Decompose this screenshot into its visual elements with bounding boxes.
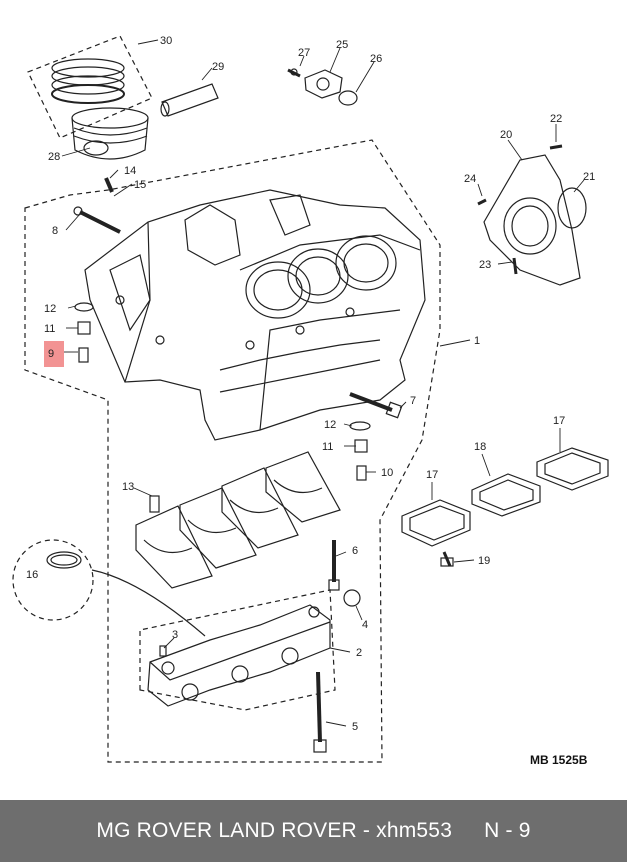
small-fasteners [73, 177, 403, 481]
oil-ladder [147, 604, 331, 707]
cylinder-block [84, 189, 426, 441]
callout-3: 3 [172, 629, 178, 641]
oil-pickup-o-ring [46, 551, 206, 637]
callout-22: 22 [550, 113, 562, 125]
callout-23: 23 [479, 259, 491, 271]
callout-16: 16 [26, 569, 38, 581]
callout-20: 20 [500, 129, 512, 141]
callout-30: 30 [160, 35, 172, 47]
footer-brands-part-number: MG ROVER LAND ROVER - xhm553 [96, 819, 453, 842]
callout-14: 14 [124, 165, 136, 177]
gudgeon-pin [160, 83, 219, 117]
piston [71, 107, 149, 160]
ladder-frame-outline [139, 589, 336, 711]
highlighted-callout-box [44, 341, 64, 367]
rear-seal-housing [477, 144, 587, 286]
callout-9: 9 [48, 348, 54, 360]
callout-6: 6 [352, 545, 358, 557]
coolant-outlet-assembly [287, 68, 358, 106]
callout-4: 4 [362, 619, 368, 631]
callout-21: 21 [583, 171, 595, 183]
callout-labels: 30 29 28 27 25 26 22 20 21 24 23 14 15 8… [26, 35, 595, 733]
diagram-reference-code: MB 1525B [530, 753, 588, 767]
callout-2: 2 [356, 647, 362, 659]
callout-18: 18 [474, 441, 486, 453]
exploded-parts-diagram: 30 29 28 27 25 26 22 20 21 24 23 14 15 8… [12, 35, 609, 767]
callout-28: 28 [48, 151, 60, 163]
callout-13: 13 [122, 481, 134, 493]
callout-7: 7 [410, 395, 416, 407]
callout-10: 10 [381, 467, 393, 479]
callout-26: 26 [370, 53, 382, 65]
callout-11-lower: 11 [322, 441, 333, 453]
cylinder-block-group-outline [24, 139, 441, 763]
piston-rings [51, 58, 125, 104]
callout-15: 15 [134, 179, 146, 191]
detail-circle-outline [12, 539, 94, 621]
gasket-covers [401, 447, 609, 567]
callout-8: 8 [52, 225, 58, 237]
callout-12-upper: 12 [44, 303, 56, 315]
callout-25: 25 [336, 39, 348, 51]
leader-lines [61, 39, 585, 727]
main-bearing-caps [135, 451, 341, 589]
footer-position-code: N - 9 [484, 819, 531, 842]
callout-27: 27 [298, 47, 310, 59]
callout-17-left: 17 [426, 469, 438, 481]
ladder-bolts [159, 540, 361, 753]
footer-bar: MG ROVER LAND ROVER - xhm553 N - 9 [0, 800, 627, 862]
callout-17-right: 17 [553, 415, 565, 427]
callout-24: 24 [464, 173, 476, 185]
callout-29: 29 [212, 61, 224, 73]
piston-kit-outline [27, 35, 153, 139]
callout-11-upper: 11 [44, 323, 55, 335]
callout-19: 19 [478, 555, 490, 567]
callout-1: 1 [474, 335, 480, 347]
callout-12-lower: 12 [324, 419, 336, 431]
callout-5: 5 [352, 721, 358, 733]
